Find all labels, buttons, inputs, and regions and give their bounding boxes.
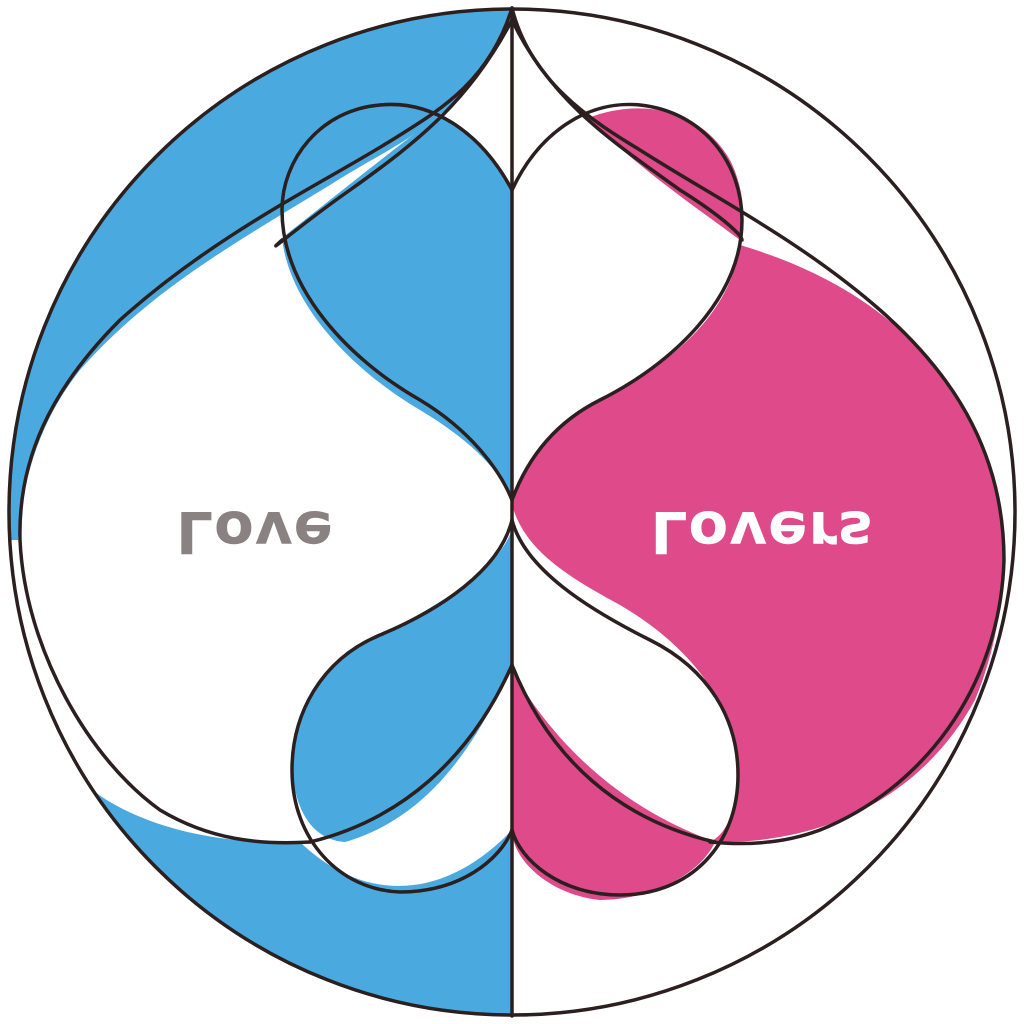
left-lower-loop	[290, 518, 514, 894]
right-lower-loop	[510, 518, 740, 897]
left-top-arc	[274, 18, 514, 248]
right-bottom-arc	[510, 663, 717, 844]
blue-upper-lobe	[282, 116, 512, 500]
right-word-group: Lovers	[650, 498, 873, 566]
right-word: Lovers	[650, 498, 873, 566]
left-heart-outline	[18, 6, 514, 845]
right-heart-outline	[510, 6, 1006, 846]
logo-outlines	[7, 6, 1017, 1018]
right-upper-loop	[510, 102, 744, 502]
left-upper-loop	[280, 102, 514, 502]
pink-top-lobe	[588, 108, 743, 240]
pink-bottom-lobe	[512, 670, 715, 900]
right-top-arc	[510, 18, 744, 242]
left-word-group: Love	[176, 498, 334, 566]
left-bottom-arc	[308, 663, 514, 844]
pink-main-lobe	[512, 245, 1005, 843]
blue-lower-lobe	[292, 530, 512, 842]
left-word: Love	[176, 498, 334, 566]
